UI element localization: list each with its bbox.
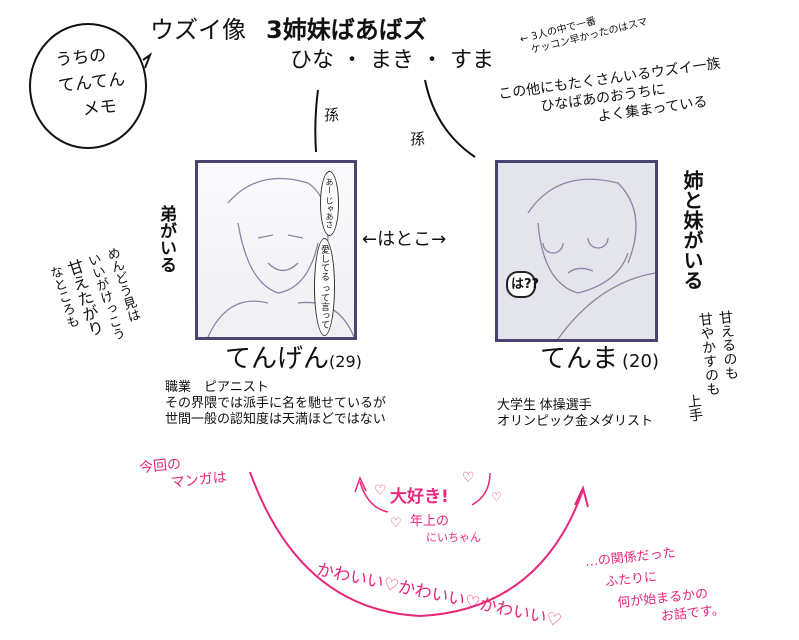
story-love-top: 大好き! xyxy=(390,487,449,507)
grandchild-label-left: 孫 xyxy=(324,106,340,124)
tenma-sketch xyxy=(527,178,655,339)
tengen-sibling-note: 弟がいる xyxy=(156,205,176,273)
description-line: その界隈では派手に名を馳せているが xyxy=(165,395,387,410)
story-older-brother: 年上の にいちゃん xyxy=(410,514,481,546)
love-arc-left xyxy=(359,481,389,513)
tengen-sketch xyxy=(207,177,354,337)
story-arc xyxy=(249,471,584,618)
heart-icon: ♡ xyxy=(462,470,475,486)
tenma-sibling-note: 姉と妹がいる xyxy=(680,170,704,290)
portrait-tenma: は?? xyxy=(495,160,658,342)
title-right: 3姉妹ばあばズ xyxy=(266,16,427,44)
heart-icon: ♡ xyxy=(374,483,387,499)
description-line: 大学生 体操選手 xyxy=(497,397,592,412)
description-line: オリンピック金メダリスト xyxy=(497,413,654,428)
bubble-tail xyxy=(142,52,153,69)
name-text: てんげん xyxy=(225,344,330,374)
sisters-names: ひな ・ まき ・ すま xyxy=(290,48,494,73)
heart-icon: ♡ xyxy=(390,516,402,531)
tenma-name: てんま(20) xyxy=(540,338,659,375)
love-arc-left-arrowhead xyxy=(354,476,367,493)
portrait-tengen: あー じゃあさ 愛してる って言って xyxy=(195,160,357,340)
story-arc-arrowhead xyxy=(574,485,589,508)
description-line: 世間一般の認知度は天満ほどではない xyxy=(165,411,386,426)
speech-bubble: 愛してる って言って xyxy=(314,238,335,336)
love-arc-right xyxy=(471,472,491,506)
story-outro: …の関係だった ふたりに 何が始まるかの お話です。 xyxy=(584,538,726,636)
age-text: (29) xyxy=(329,352,362,371)
grandchild-line-right xyxy=(424,79,476,158)
tengen-description: 職業 ピアニスト その界隈では派手に名を馳せているが 世間一般の認知度は天満ほど… xyxy=(165,379,386,427)
tenma-description: 大学生 体操選手 オリンピック金メダリスト xyxy=(497,397,653,429)
description-line: 職業 ピアニスト xyxy=(165,379,269,394)
speech-bubble: あー じゃあさ xyxy=(320,171,339,236)
speech-bubble: は?? xyxy=(506,271,539,298)
story-line: 年上の xyxy=(410,514,450,529)
tenma-personality: 甘えるのも 甘やかすのも 上手 xyxy=(675,309,746,423)
name-text: てんま xyxy=(540,344,619,374)
tengen-name: てんげん(29) xyxy=(225,338,362,375)
story-line: にいちゃん xyxy=(426,531,481,544)
heart-icon: ♡ xyxy=(491,490,502,504)
memo-speech-bubble xyxy=(29,23,147,149)
title-left: ウズイ像 xyxy=(150,16,246,44)
grandchild-line-left xyxy=(314,89,319,153)
grandchild-label-right: 孫 xyxy=(410,130,426,148)
memo-bubble-text: うちの てんてん メモ xyxy=(54,41,129,126)
age-text: (20) xyxy=(622,351,659,372)
cousins-label: ←はとこ→ xyxy=(362,229,447,250)
